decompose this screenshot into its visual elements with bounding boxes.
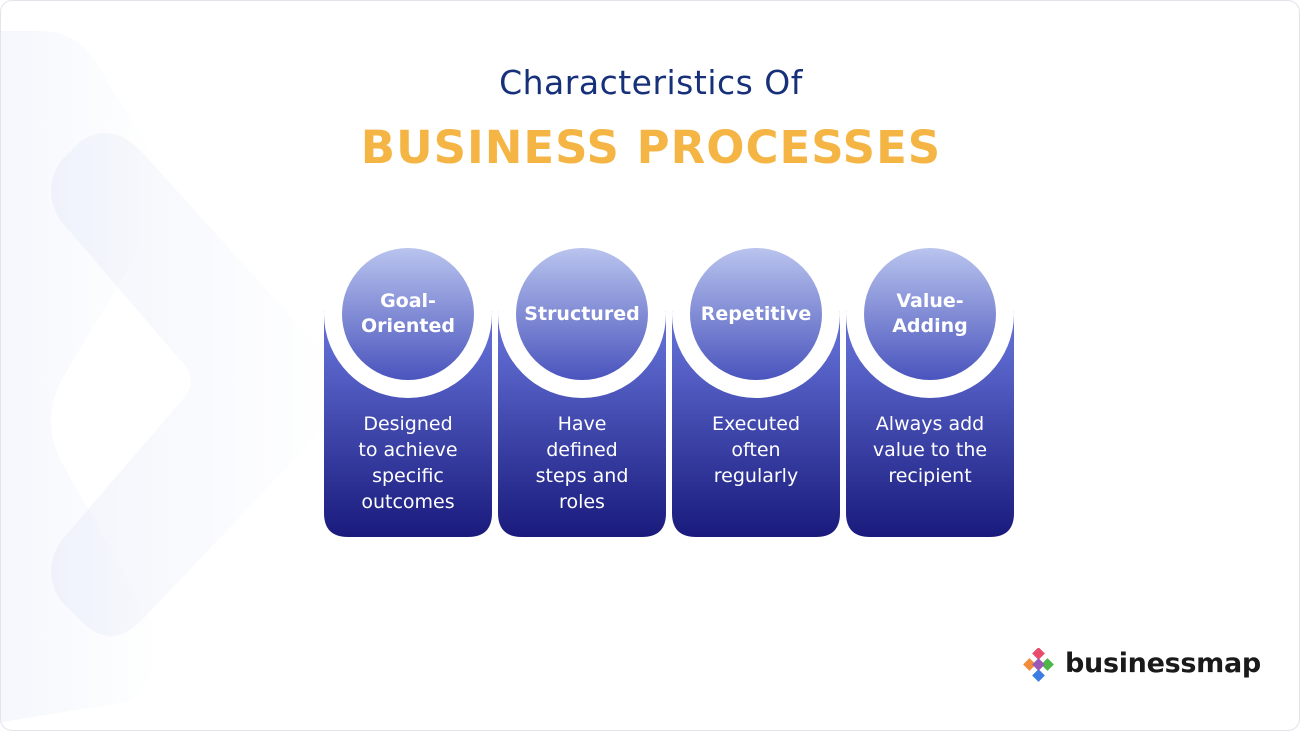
card-shape bbox=[498, 241, 666, 537]
card-title: Value- Adding bbox=[892, 290, 968, 337]
card-value-adding: Value- Adding Always add value to the re… bbox=[846, 241, 1014, 537]
subtitle: Characteristics Of bbox=[499, 63, 803, 102]
businessmap-logo: businessmap bbox=[1021, 646, 1261, 686]
logo-text: businessmap bbox=[1065, 648, 1261, 679]
card-repetitive: Repetitive Executed often regularly bbox=[672, 241, 840, 537]
card-shape bbox=[672, 241, 840, 537]
card-title: Goal- Oriented bbox=[360, 290, 456, 337]
card-structured: Structured Have defined steps and roles bbox=[498, 241, 666, 537]
card-description: Executed often regularly bbox=[711, 413, 801, 487]
card-description: Always add value to the recipient bbox=[872, 413, 988, 487]
card-title: Repetitive bbox=[700, 302, 812, 325]
card-shape bbox=[846, 241, 1014, 537]
background-decoration bbox=[1, 31, 341, 723]
card-description: Have defined steps and roles bbox=[535, 413, 629, 513]
card-shape bbox=[324, 241, 492, 537]
card-description: Designed to achieve specific outcomes bbox=[358, 413, 458, 513]
card-title: Structured bbox=[524, 302, 640, 325]
characteristics-cards: Goal- Oriented Designed to achieve speci… bbox=[324, 241, 1014, 537]
page-title: BUSINESS PROCESSES bbox=[360, 121, 942, 174]
logo-mark-icon bbox=[1023, 648, 1054, 682]
card-goal-oriented: Goal- Oriented Designed to achieve speci… bbox=[324, 241, 492, 537]
